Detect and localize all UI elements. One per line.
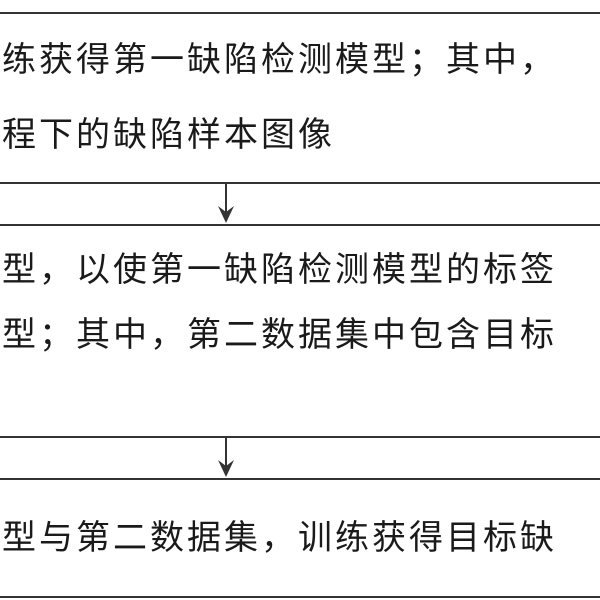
step-2-line-2: 型；其中，第二数据集中包含目标 xyxy=(2,315,557,355)
flow-arrow-2 xyxy=(218,438,234,477)
step-box-2: 型，以使第一缺陷检测模型的标签 型；其中，第二数据集中包含目标 xyxy=(0,224,600,438)
step-1-line-1: 练获得第一缺陷检测模型；其中， xyxy=(2,40,557,80)
flow-arrow-1 xyxy=(218,184,234,223)
step-2-line-1: 型，以使第一缺陷检测模型的标签 xyxy=(2,250,557,290)
step-box-3: 型与第二数据集，训练获得目标缺 xyxy=(0,478,600,598)
step-3-line-1: 型与第二数据集，训练获得目标缺 xyxy=(2,518,557,558)
step-box-1: 练获得第一缺陷检测模型；其中， 程下的缺陷样本图像 xyxy=(0,12,600,184)
step-1-line-2: 程下的缺陷样本图像 xyxy=(2,115,335,155)
